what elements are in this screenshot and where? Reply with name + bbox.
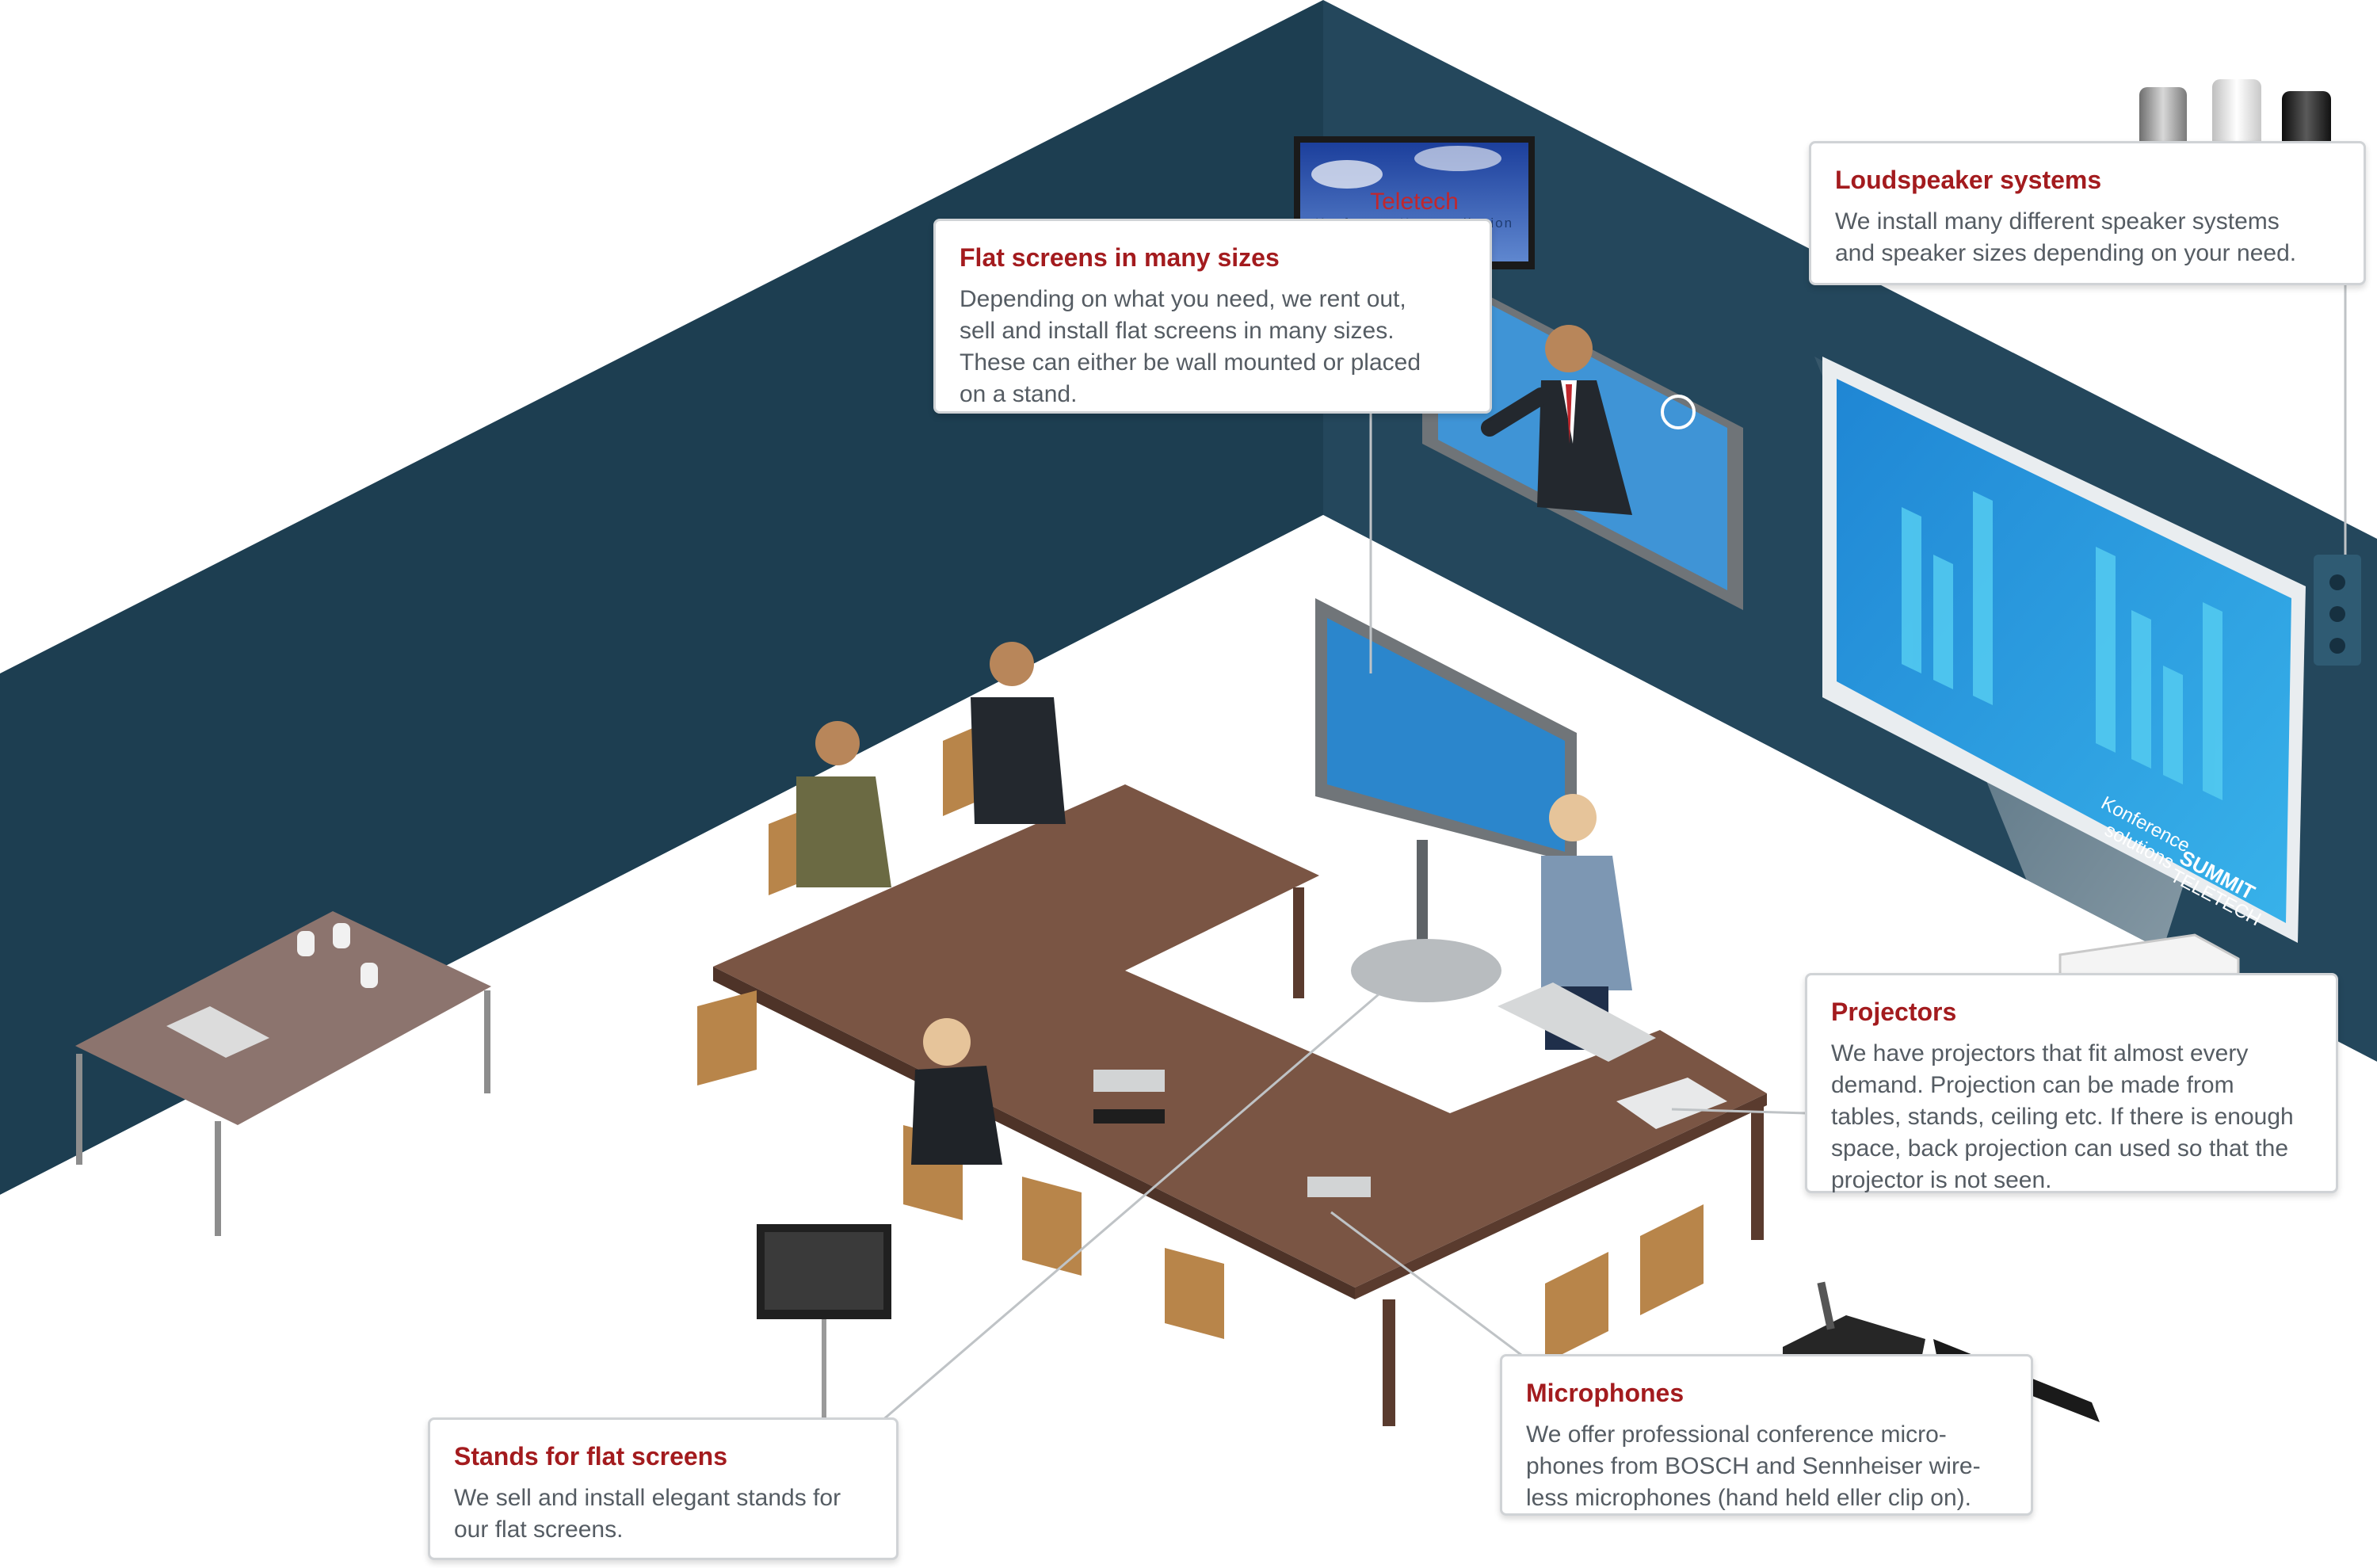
small-tv-on-stand — [757, 1224, 891, 1457]
table-equipment — [1093, 982, 1727, 1197]
callout-microphones-text: We offer professional conference micro- … — [1526, 1421, 1981, 1511]
callout-projectors-title: Projectors — [1831, 998, 1957, 1026]
callout-loudspeakers: Loudspeaker systems We install many diff… — [1809, 141, 2366, 285]
leader-lines — [875, 281, 2347, 1428]
callout-flat-screens: Flat screens in many sizes Depending on … — [933, 219, 1492, 414]
callout-loudspeakers-text: We install many different speaker system… — [1835, 208, 2297, 266]
callout-stands: Stands for flat screens We sell and inst… — [428, 1417, 899, 1560]
callout-stands-title: Stands for flat screens — [454, 1442, 727, 1471]
projection-screen — [1822, 357, 2306, 943]
stand-flat-screen — [1315, 598, 1577, 1002]
callout-projectors-text: We have projectors that fit almost every… — [1831, 1040, 2294, 1193]
wall-mounted-tv — [1422, 261, 1743, 610]
tv-brand-name: Teletech — [1370, 189, 1459, 215]
callout-projectors: Projectors We have projectors that fit a… — [1805, 973, 2338, 1193]
globe-icon — [1661, 395, 1696, 429]
people — [796, 642, 1632, 1165]
callout-microphones-title: Microphones — [1526, 1379, 1685, 1407]
side-table — [75, 911, 491, 1236]
callout-flat-screens-text: Depending on what you need, we rent out,… — [960, 286, 1421, 407]
callout-flat-screens-title: Flat screens in many sizes — [960, 243, 1280, 272]
callout-stands-text: We sell and install elegant stands for o… — [454, 1485, 841, 1543]
callout-microphones: Microphones We offer professional confer… — [1500, 1354, 2033, 1516]
callout-loudspeakers-title: Loudspeaker systems — [1835, 166, 2102, 194]
conference-table — [713, 784, 1767, 1426]
